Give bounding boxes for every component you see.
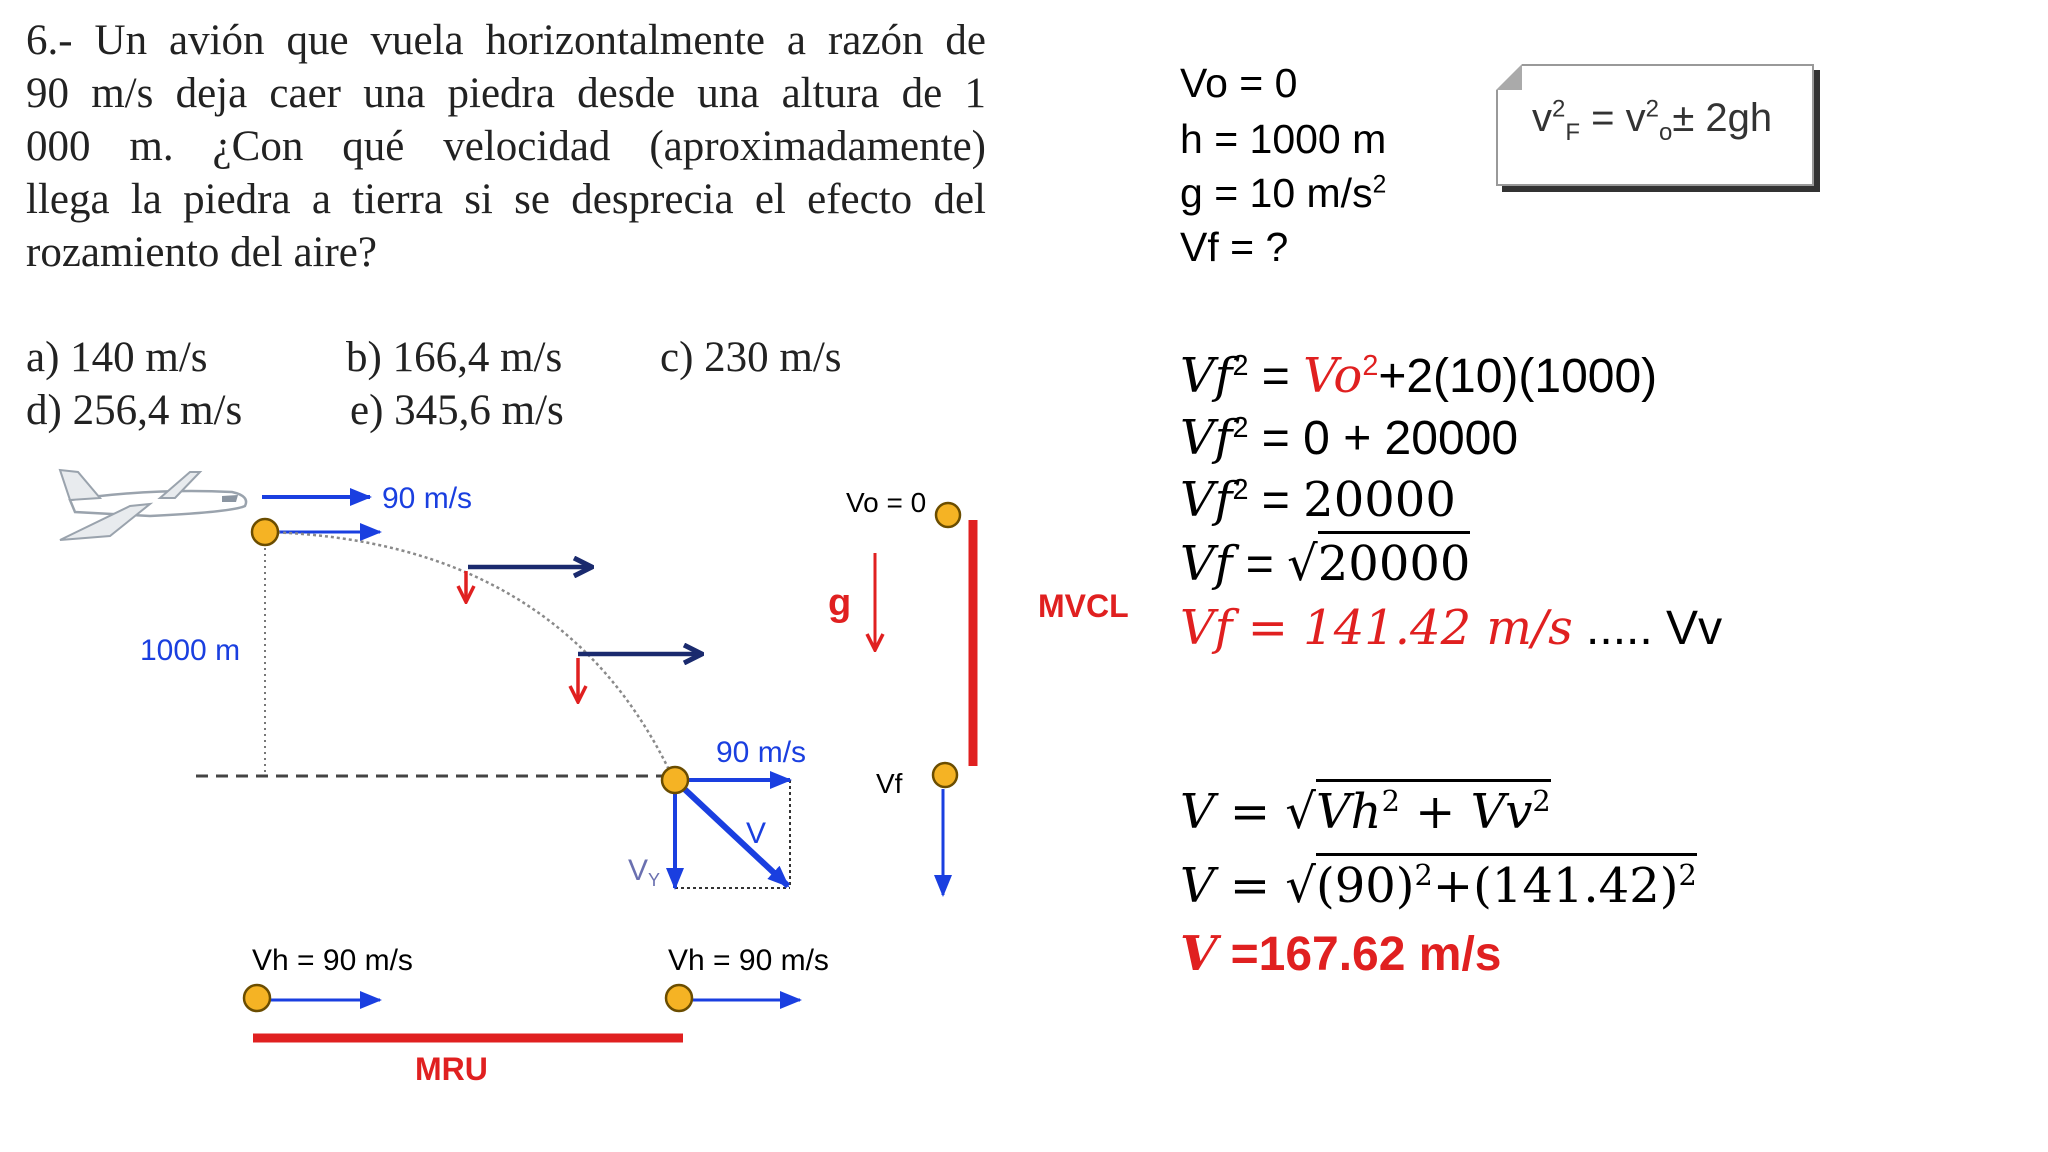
option-a: a) 140 m/s	[26, 334, 208, 381]
option-c: c) 230 m/s	[660, 334, 842, 381]
problem-line: 90 m/s deja caer una piedra desde una al…	[26, 70, 986, 117]
solution-line-1: Vf2 = Vo2+2(10)(1000)	[1180, 348, 1658, 404]
mru-label: MRU	[415, 1051, 488, 1087]
vh-right-label: Vh = 90 m/s	[668, 944, 829, 977]
v-label: V	[746, 817, 766, 850]
release-ball	[250, 517, 280, 547]
vo-label: Vo = 0	[846, 487, 926, 518]
problem-line: 000 m. ¿Con qué velocidad (aproximadamen…	[26, 123, 986, 170]
option-b: b) 166,4 m/s	[346, 334, 563, 381]
problem-statement: 6.- Un avión que vuela horizontalmente a…	[26, 14, 986, 279]
option-d: d) 256,4 m/s	[26, 387, 243, 434]
given-vf: Vf = ?	[1180, 224, 1289, 270]
mru-ball-right	[664, 983, 694, 1013]
solution-line-3: Vf2 = 20000	[1180, 472, 1456, 528]
mvcl-label: MVCL	[1038, 588, 1129, 624]
vh-left-label: Vh = 90 m/s	[252, 944, 413, 977]
kinematic-formula: v2F = v2o± 2gh	[1532, 95, 1773, 146]
top-ball	[934, 501, 962, 529]
resultant-formula: V = √Vh2 + Vv2	[1180, 779, 1551, 840]
airplane-icon	[58, 468, 248, 541]
given-vo: Vo = 0	[1180, 60, 1298, 106]
trajectory-curve	[264, 530, 674, 777]
option-e: e) 345,6 m/s	[350, 387, 564, 434]
resultant-value: V =167.62 m/s	[1180, 926, 1502, 982]
solution-line-4: Vf = √20000	[1180, 531, 1471, 592]
vf-label: Vf	[876, 768, 903, 799]
top-speed-label: 90 m/s	[382, 482, 472, 515]
formula-box: v2F = v2o± 2gh	[1496, 64, 1814, 186]
vy-label: VY	[628, 854, 660, 890]
g-label: g	[828, 582, 851, 624]
problem-line: rozamiento del aire?	[26, 229, 377, 276]
landing-ball	[660, 765, 690, 795]
mru-ball-left	[242, 983, 272, 1013]
solution-line-5: Vf = 141.42 m/s ..... Vv	[1180, 600, 1723, 656]
bottom-ball	[931, 761, 959, 789]
resultant-arrow	[675, 780, 791, 889]
height-label: 1000 m	[140, 634, 240, 667]
bottom-speed-label: 90 m/s	[716, 736, 806, 769]
motion-diagram: 90 m/s 1000 m 90 m/s V VY Vo = 0 g MVCL …	[58, 468, 1129, 1087]
solution-line-2: Vf2 = 0 + 20000	[1180, 410, 1519, 466]
problem-line: 6.- Un avión que vuela horizontalmente a…	[26, 17, 986, 64]
problem-line: llega la piedra a tierra si se desprecia…	[26, 176, 986, 223]
given-g: g = 10 m/s2	[1180, 170, 1387, 216]
folded-corner	[1496, 64, 1522, 90]
given-h: h = 1000 m	[1180, 116, 1387, 162]
resultant-substitution: V = √(90)2+(141.42)2	[1180, 853, 1697, 914]
